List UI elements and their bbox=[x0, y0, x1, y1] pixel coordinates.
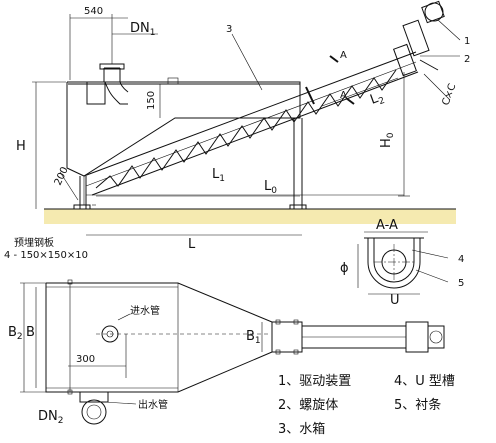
legend-item-3: 3、水箱 bbox=[278, 421, 325, 437]
support-legs bbox=[73, 118, 307, 210]
callout-4: 4 bbox=[458, 254, 464, 265]
dim-u: U bbox=[390, 293, 400, 308]
dim-l: L bbox=[188, 237, 196, 252]
section-title: A-A bbox=[376, 218, 398, 233]
callout-3: 3 bbox=[226, 24, 232, 35]
dim-b2: B2 bbox=[8, 325, 23, 342]
callout-5: 5 bbox=[458, 278, 464, 289]
elevation-dimensions bbox=[32, 14, 461, 236]
section-mark-a-bottom: A bbox=[340, 90, 347, 101]
dim-l0: L0 bbox=[264, 179, 277, 196]
dim-300: 300 bbox=[76, 354, 95, 365]
foundation-band bbox=[44, 209, 456, 224]
dim-540: 540 bbox=[84, 6, 103, 17]
callout-1: 1 bbox=[464, 36, 470, 47]
screw-trough bbox=[83, 0, 445, 196]
elevation-view: 540 DN1 1 2 3 A A 150 200 H H0 L L0 L1 L… bbox=[4, 0, 470, 261]
legend: 1、驱动装置 2、螺旋体 3、水箱 4、U 型槽 5、衬条 bbox=[278, 374, 455, 437]
outlet-pipe-circle bbox=[81, 399, 107, 425]
dim-l1: L1 bbox=[212, 167, 225, 184]
dim-b: B bbox=[26, 325, 35, 340]
plan-view: B2 B B1 300 进水管 出水管 DN2 bbox=[8, 279, 445, 426]
dim-h: H bbox=[16, 139, 26, 154]
screw-flights bbox=[95, 69, 397, 189]
outlet-pipe-label: 出水管 bbox=[138, 398, 168, 411]
legend-item-2: 2、螺旋体 bbox=[278, 398, 338, 413]
tube-flange bbox=[271, 321, 303, 353]
legend-item-4: 4、U 型槽 bbox=[394, 374, 455, 389]
section-mark-a-top: A bbox=[340, 50, 347, 61]
legend-item-1: 1、驱动装置 bbox=[278, 374, 351, 389]
dim-phi: ϕ bbox=[340, 261, 349, 276]
section-a-a: A-A ϕ U 4 5 bbox=[340, 218, 464, 308]
drive-motor-plan bbox=[427, 325, 445, 349]
dim-cxc: C×C bbox=[440, 82, 458, 107]
embed-plate-label: 预埋钢板 bbox=[14, 236, 54, 249]
callout-2: 2 bbox=[464, 54, 470, 65]
dim-150: 150 bbox=[146, 91, 157, 110]
dim-l2: L2 bbox=[368, 89, 386, 109]
dn2-label: DN2 bbox=[38, 409, 63, 426]
dn1-label: DN1 bbox=[130, 21, 155, 38]
embed-plate-dims: 4 - 150×150×10 bbox=[4, 250, 88, 261]
inlet-pipe-label: 进水管 bbox=[130, 304, 160, 317]
dim-b1: B1 bbox=[246, 329, 261, 346]
dim-h0: H0 bbox=[379, 132, 396, 148]
legend-item-5: 5、衬条 bbox=[394, 397, 441, 413]
